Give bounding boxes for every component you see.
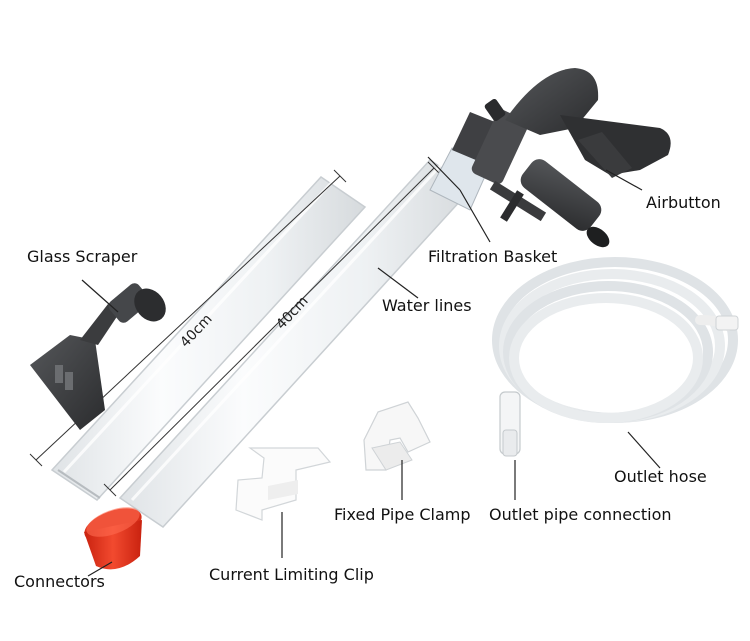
tube-left — [50, 176, 367, 501]
outlet-hose — [492, 257, 738, 423]
fixed-pipe-clamp-part — [363, 401, 431, 471]
label-water-lines: Water lines — [382, 296, 472, 315]
label-outlet-pipe-connection: Outlet pipe connection — [489, 505, 672, 524]
red-connector — [84, 507, 142, 570]
label-glass-scraper: Glass Scraper — [27, 247, 138, 266]
callout-lines — [81, 156, 661, 577]
dimension-line-right — [103, 161, 441, 497]
label-outlet-hose: Outlet hose — [614, 467, 707, 486]
label-airbutton: Airbutton — [646, 193, 721, 212]
label-filtration-basket: Filtration Basket — [428, 247, 558, 266]
glass-scraper — [30, 283, 166, 430]
label-fixed-pipe-clamp: Fixed Pipe Clamp — [334, 505, 471, 524]
label-connectors: Connectors — [14, 572, 105, 591]
current-limiting-clip-part — [235, 447, 332, 521]
hose-end-cap — [715, 315, 739, 331]
outlet-pipe-connection-part — [499, 391, 521, 457]
pump-gun-body — [452, 68, 671, 248]
label-current-limiting-clip: Current Limiting Clip — [209, 565, 374, 584]
